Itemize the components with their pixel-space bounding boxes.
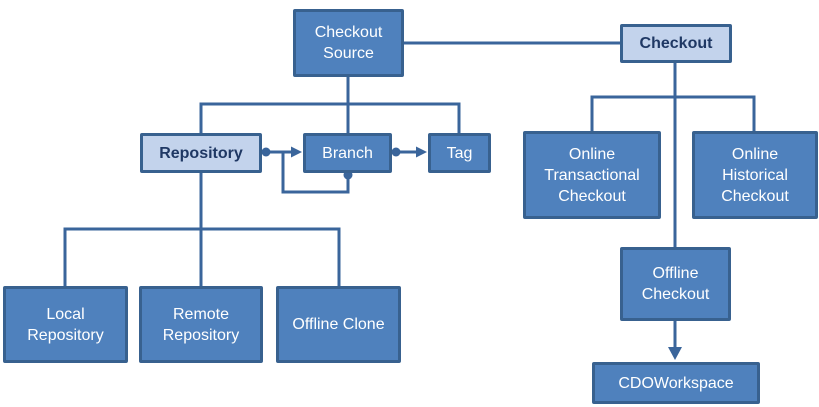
node-offline-checkout: Offline Checkout (620, 247, 731, 321)
node-online-transactional-checkout: Online Transactional Checkout (523, 131, 661, 219)
edge-checkout-children-bracket (590, 62, 756, 247)
node-tag: Tag (428, 133, 491, 173)
node-cdo-workspace: CDOWorkspace (592, 362, 760, 404)
node-local-repository: Local Repository (3, 286, 128, 363)
node-remote-repository: Remote Repository (139, 286, 263, 363)
edge-offlinecheckout-cdoworkspace (668, 320, 682, 360)
edge-repository-branch (261, 146, 302, 158)
node-checkout: Checkout (620, 24, 732, 63)
node-checkout-source: Checkout Source (293, 9, 404, 77)
node-branch: Branch (303, 133, 392, 173)
node-offline-clone: Offline Clone (276, 286, 401, 363)
edge-branch-tag (391, 146, 427, 158)
edge-checkoutsource-children-bracket (199, 77, 461, 133)
node-online-historical-checkout: Online Historical Checkout (692, 131, 818, 219)
node-repository: Repository (140, 133, 262, 173)
edge-repository-children-bracket (63, 172, 341, 286)
